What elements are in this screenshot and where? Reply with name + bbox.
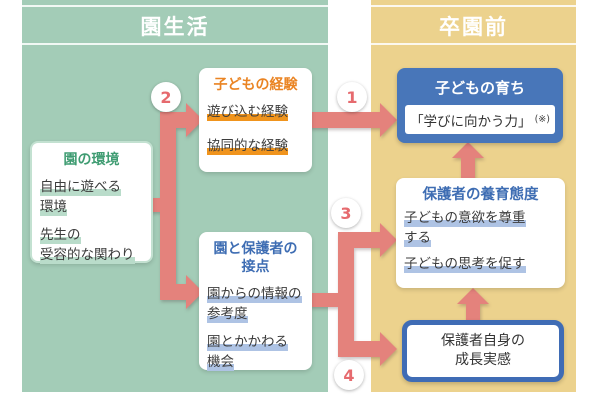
contact-box: 園と保護者の 接点 園からの情報の 参考度 園とかかわる 機会	[199, 232, 312, 371]
parent-growth-box: 保護者自身の 成長実感	[402, 320, 564, 382]
environment-box: 園の環境 自由に遊べる 環境 先生の 受容的な関わり	[30, 141, 153, 264]
parenting-attitude-item: 子どもの意欲を尊重 する	[404, 210, 526, 247]
environment-item: 自由に遊べる 環境	[40, 179, 121, 216]
child-experience-box: 子どもの経験 遊び込む経験 協同的な経験	[199, 68, 312, 172]
environment-item: 先生の 受容的な関わり	[40, 227, 135, 264]
divider	[22, 5, 328, 7]
parenting-attitude-item: 子どもの思考を促す	[404, 256, 526, 273]
child-experience-item: 遊び込む経験	[207, 104, 288, 121]
contact-item: 園からの情報の 参考度	[207, 286, 302, 323]
child-experience-box-title: 子どもの経験	[213, 77, 298, 93]
header-kindergarten-life: 園生活	[140, 15, 210, 39]
environment-box-title: 園の環境	[63, 152, 120, 168]
parenting-attitude-box-title: 保護者の養育態度	[422, 187, 539, 203]
child-growth-box-title: 子どもの育ち	[434, 79, 525, 97]
circle-number-1: 1	[337, 82, 367, 112]
learning-power-label: 「学びに向かう力」 (※)	[405, 105, 555, 134]
contact-box-title: 園と保護者の 接点	[213, 241, 298, 275]
child-growth-box: 子どもの育ち 「学びに向かう力」 (※)	[397, 68, 563, 143]
reference-mark: (※)	[534, 114, 550, 125]
circle-number-4: 4	[334, 360, 364, 390]
parenting-attitude-box: 保護者の養育態度 子どもの意欲を尊重 する 子どもの思考を促す	[396, 178, 565, 288]
header-before-graduation: 卒園前	[439, 15, 508, 39]
divider	[371, 5, 576, 7]
circle-number-2: 2	[151, 82, 181, 112]
divider	[371, 43, 576, 45]
contact-item: 園とかかわる 機会	[207, 334, 288, 371]
circle-number-3: 3	[331, 198, 361, 228]
divider	[22, 43, 328, 45]
child-experience-item: 協同的な経験	[207, 138, 288, 155]
